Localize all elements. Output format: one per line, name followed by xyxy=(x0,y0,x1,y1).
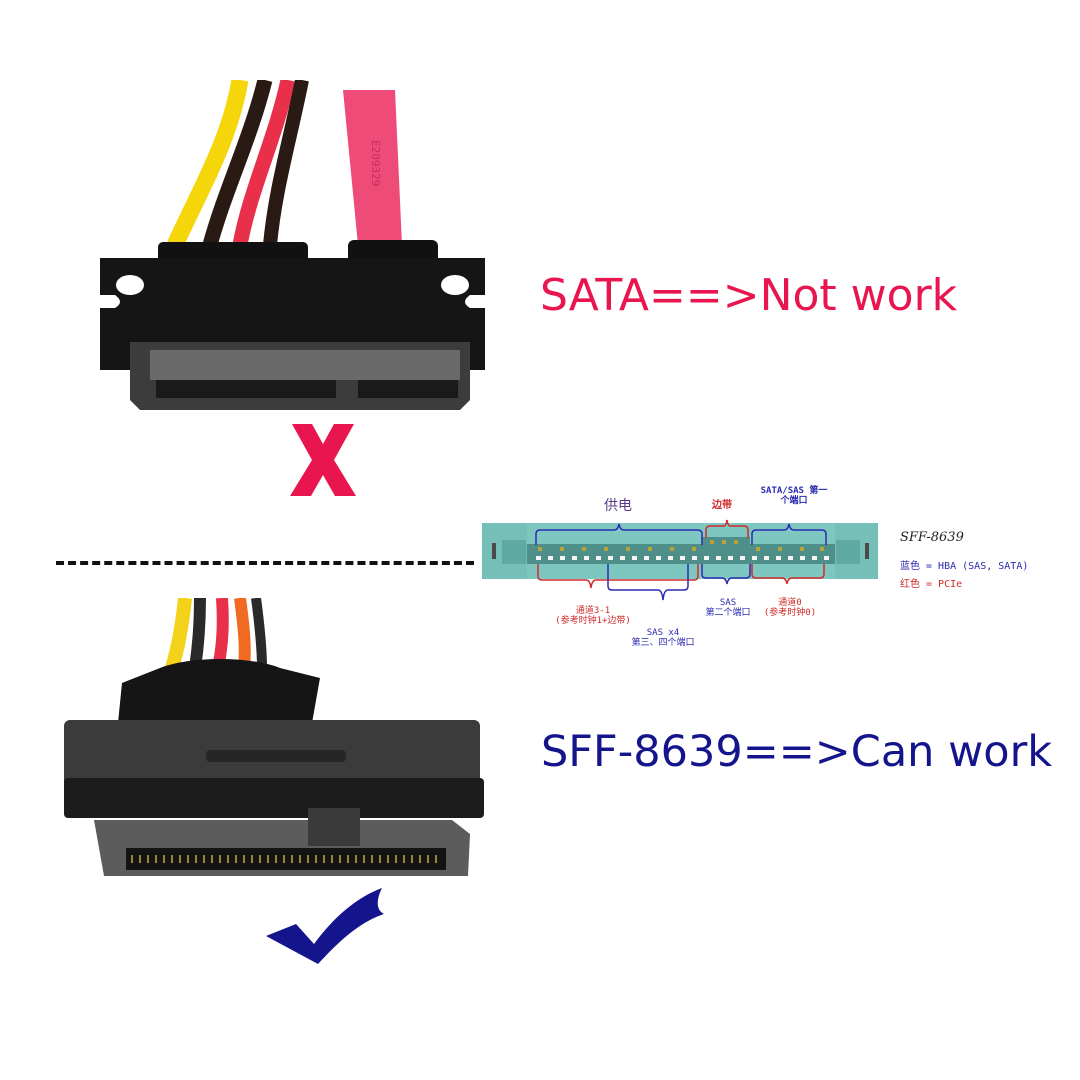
sas-x4-line2: 第三、四个端口 xyxy=(631,638,695,649)
sff-8639-pinout-diagram: 供电 边带 SATA/SAS 第一 个端口 通道3-1 (参考时钟1+边带) S… xyxy=(480,480,880,660)
sideband-label: 边带 xyxy=(712,500,732,511)
lane-3-1-label: 通道3-1 (参考时钟1+边带) xyxy=(528,606,658,627)
sas-x4-line1: SAS x4 xyxy=(646,628,680,638)
lane-0-label: 通道0 (参考时钟0) xyxy=(758,598,822,619)
legend-blue: 蓝色 = HBA (SAS, SATA) xyxy=(900,561,1029,572)
sff-8639-can-work-label: SFF-8639==>Can work xyxy=(541,727,1053,777)
lane-0-line1: 通道0 xyxy=(778,598,802,608)
check-icon xyxy=(266,888,384,964)
sata-sas-port1-line1: SATA/SAS 第一 xyxy=(760,486,828,496)
legend-title: SFF-8639 xyxy=(900,530,964,545)
power-label: 供电 xyxy=(604,498,632,514)
sas-port2-line2: 第二个端口 xyxy=(705,608,751,619)
sas-x4-label: SAS x4 第三、四个端口 xyxy=(620,628,706,649)
section-divider xyxy=(56,561,474,565)
lane-0-line2: (参考时钟0) xyxy=(763,608,817,619)
lane-3-1-line1: 通道3-1 xyxy=(575,606,611,616)
connector-pinout-graphic xyxy=(482,519,878,601)
lane-3-1-line2: (参考时钟1+边带) xyxy=(555,616,631,627)
sata-sas-port1-line2: 个端口 xyxy=(780,496,808,507)
sata-sas-port1-label: SATA/SAS 第一 个端口 xyxy=(758,486,830,507)
sff-8639-connector-photo xyxy=(64,598,484,876)
diagram-legend: SFF-8639 蓝色 = HBA (SAS, SATA) 红色 = PCIe xyxy=(900,530,1028,590)
sata-connector-photo: E209329 xyxy=(100,80,485,410)
svg-text:E209329: E209329 xyxy=(369,140,382,186)
x-icon xyxy=(290,424,356,496)
legend-red: 红色 = PCIe xyxy=(900,579,963,590)
sas-port2-label: SAS 第二个端口 xyxy=(698,598,758,619)
sata-not-work-label: SATA==>Not work xyxy=(540,270,958,321)
sas-port2-line1: SAS xyxy=(719,598,737,608)
